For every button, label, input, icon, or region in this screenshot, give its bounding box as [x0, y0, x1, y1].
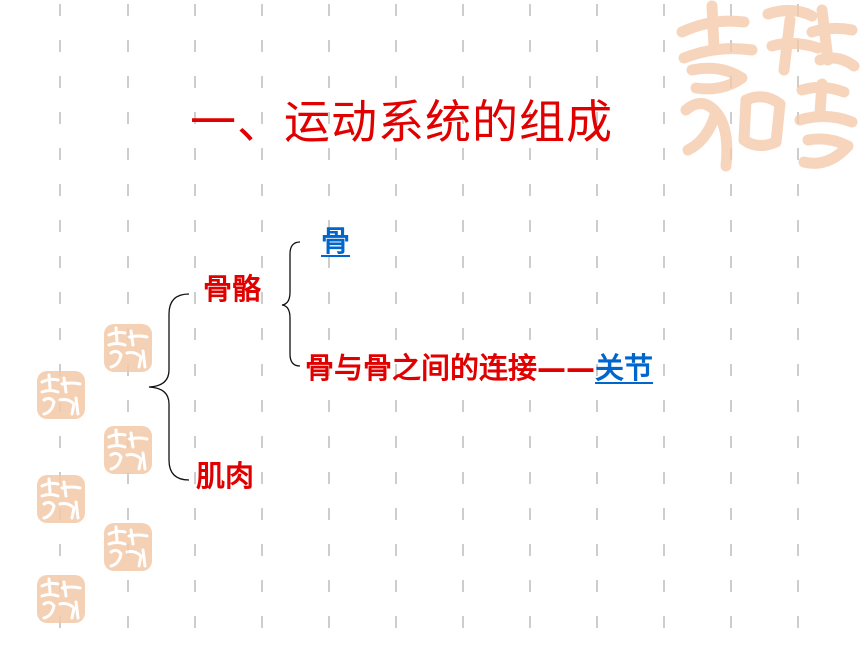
dot-column: [59, 4, 61, 645]
decorative-seal-large: [676, 0, 860, 172]
dot-column: [328, 4, 330, 645]
dot-column: [529, 4, 531, 645]
slide-title: 一、运动系统的组成: [190, 95, 613, 149]
decorative-seal-small: [37, 475, 85, 523]
muscle-label: 肌肉: [196, 459, 255, 493]
joint-row: 骨与骨之间的连接——关节: [305, 345, 653, 387]
decorative-seal-small: [104, 523, 152, 571]
joint-link[interactable]: 关节: [595, 351, 654, 385]
decorative-seal-small: [104, 324, 152, 372]
brace-skeleton: [281, 241, 301, 367]
dot-column: [261, 4, 263, 645]
dot-column: [663, 4, 665, 645]
bone-link[interactable]: 骨: [321, 224, 351, 258]
brace-system: [148, 293, 190, 481]
dot-column: [797, 4, 799, 645]
dot-column: [596, 4, 598, 645]
dot-column: [730, 4, 732, 645]
skeleton-label: 骨骼: [203, 272, 262, 306]
dot-column: [462, 4, 464, 645]
dot-column: [194, 4, 196, 645]
decorative-seal-small: [37, 575, 85, 623]
decorative-seal-small: [104, 426, 152, 474]
dot-column: [395, 4, 397, 645]
decorative-seal-small: [37, 371, 85, 419]
joint-prefix-text: 骨与骨之间的连接——: [305, 351, 596, 385]
